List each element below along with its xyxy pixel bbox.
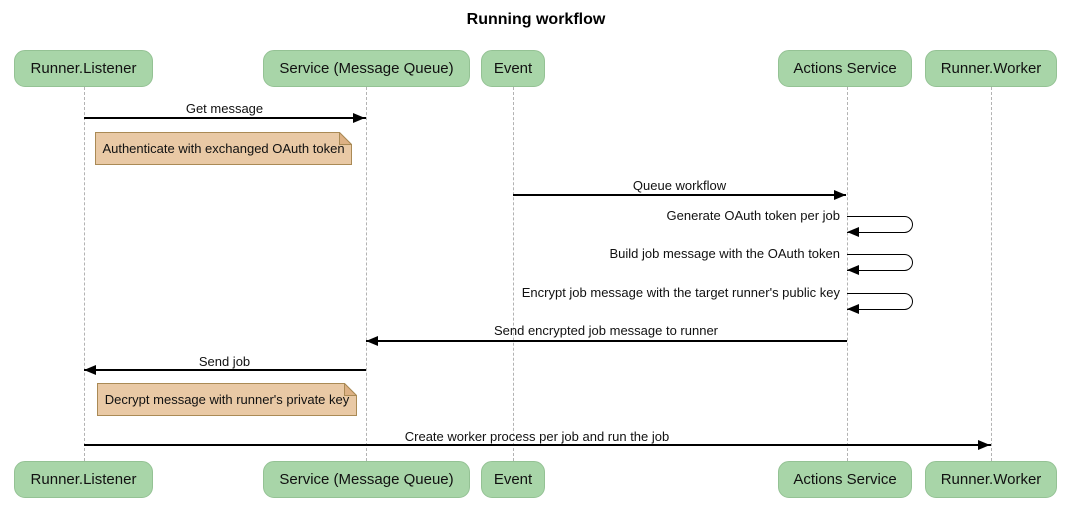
note-text: Decrypt message with runner's private ke… xyxy=(104,392,350,407)
participant-bottom-event: Event xyxy=(481,461,545,498)
selfloop-label-encrypt-job-message: Encrypt job message with the target runn… xyxy=(521,285,840,300)
arrowhead-left-icon xyxy=(366,336,378,346)
message-line-send-job xyxy=(83,369,366,371)
participant-bottom-actions-service: Actions Service xyxy=(778,461,912,498)
note-authenticate-oauth: Authenticate with exchanged OAuth token xyxy=(95,132,352,165)
selfloop-label-build-job-message: Build job message with the OAuth token xyxy=(609,246,840,261)
message-label-send-job: Send job xyxy=(198,354,251,369)
arrowhead-left-icon xyxy=(847,227,859,237)
message-label-get-message: Get message xyxy=(185,101,264,116)
message-line-queue-workflow xyxy=(513,194,846,196)
message-line-send-encrypted xyxy=(366,340,847,342)
selfloop-encrypt-job-message xyxy=(846,293,913,310)
message-line-get-message xyxy=(83,117,366,119)
lifeline-service-message-queue xyxy=(366,87,367,461)
message-line-create-worker xyxy=(83,444,991,446)
selfloop-build-job-message xyxy=(846,254,913,271)
participant-top-runner-worker: Runner.Worker xyxy=(925,50,1057,87)
message-label-queue-workflow: Queue workflow xyxy=(632,178,727,193)
arrowhead-left-icon xyxy=(83,365,96,375)
participant-top-actions-service: Actions Service xyxy=(778,50,912,87)
lifeline-runner-worker xyxy=(991,87,992,461)
note-shape-icon xyxy=(95,132,352,165)
arrowhead-right-icon xyxy=(834,190,846,200)
message-label-create-worker: Create worker process per job and run th… xyxy=(404,429,670,444)
participant-top-event: Event xyxy=(481,50,545,87)
lifeline-event xyxy=(513,87,514,461)
lifeline-runner-listener xyxy=(83,87,85,461)
participant-top-runner-listener: Runner.Listener xyxy=(14,50,153,87)
message-label-send-encrypted: Send encrypted job message to runner xyxy=(493,323,719,338)
arrowhead-left-icon xyxy=(847,265,859,275)
selfloop-generate-oauth xyxy=(846,216,913,233)
participant-top-service-message-queue: Service (Message Queue) xyxy=(263,50,470,87)
participant-bottom-service-message-queue: Service (Message Queue) xyxy=(263,461,470,498)
diagram-title: Running workflow xyxy=(466,11,606,28)
arrowhead-right-icon xyxy=(978,440,990,450)
participant-bottom-runner-worker: Runner.Worker xyxy=(925,461,1057,498)
note-shape-icon xyxy=(97,383,357,416)
note-text: Authenticate with exchanged OAuth token xyxy=(102,141,345,156)
arrowhead-right-icon xyxy=(353,113,365,123)
arrowhead-left-icon xyxy=(847,304,859,314)
participant-bottom-runner-listener: Runner.Listener xyxy=(14,461,153,498)
selfloop-label-generate-oauth: Generate OAuth token per job xyxy=(666,208,840,223)
note-decrypt-message: Decrypt message with runner's private ke… xyxy=(97,383,357,416)
